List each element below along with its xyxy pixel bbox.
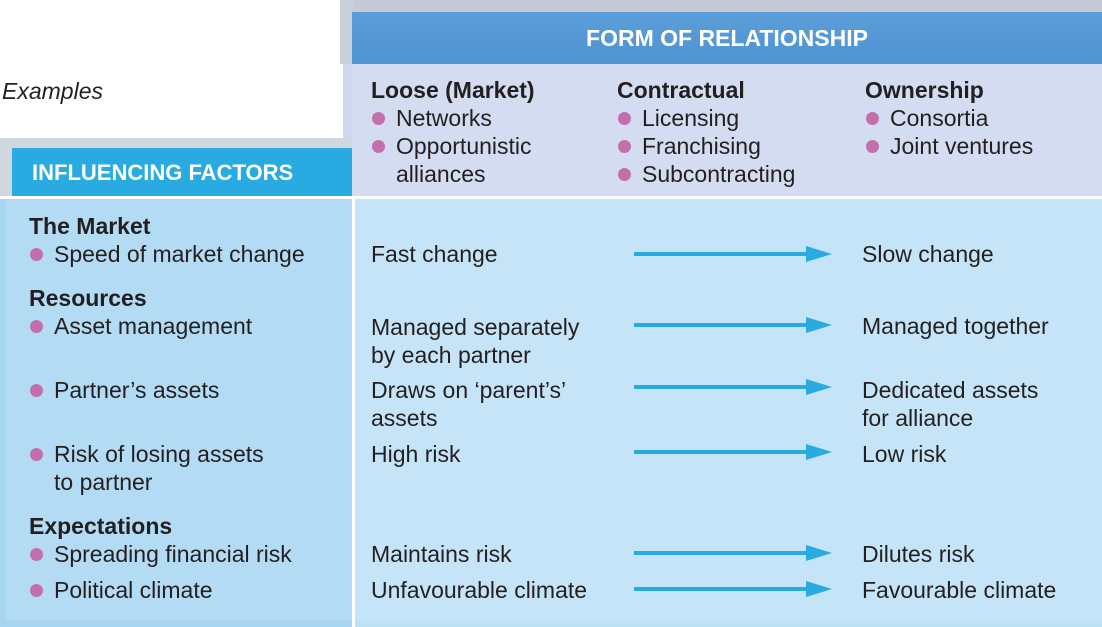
- factors-panel: [6, 198, 352, 620]
- right-arrow-icon: [634, 581, 832, 597]
- factor-label: Partner’s assets: [54, 377, 220, 403]
- factor-label: Spreading financial risk: [54, 541, 292, 567]
- form-ownership-title: Ownership: [865, 77, 984, 103]
- group-heading-market: The Market: [29, 213, 151, 239]
- examples-area: [352, 64, 1102, 197]
- group-heading-resources: Resources: [29, 285, 147, 311]
- form-contractual-example: Licensing: [642, 105, 740, 131]
- factor-to: Dilutes risk: [862, 541, 975, 567]
- factor-from: assets: [371, 405, 438, 431]
- factor-from: Maintains risk: [371, 541, 512, 567]
- right-arrow-icon: [634, 444, 832, 460]
- bullet-dot-icon: [866, 112, 879, 125]
- spectrum-panel: [355, 198, 1102, 620]
- form-ownership-example: Consortia: [890, 105, 989, 131]
- bullet-dot-icon: [30, 548, 43, 561]
- right-arrow-icon: [634, 246, 832, 262]
- form-contractual-example: Franchising: [642, 133, 761, 159]
- bullet-dot-icon: [618, 140, 631, 153]
- factor-label: Speed of market change: [54, 241, 305, 267]
- factor-label: Risk of losing assets: [54, 441, 264, 467]
- right-arrow-icon: [634, 545, 832, 561]
- bullet-dot-icon: [30, 584, 43, 597]
- factor-from: Fast change: [371, 241, 498, 267]
- divider-vertical: [352, 198, 355, 627]
- factor-to: Favourable climate: [862, 577, 1057, 603]
- form-loose-example: alliances: [396, 161, 486, 187]
- form-loose-title: Loose (Market): [371, 77, 535, 103]
- factor-to: Low risk: [862, 441, 947, 467]
- bullet-dot-icon: [866, 140, 879, 153]
- factor-to: for alliance: [862, 405, 974, 431]
- divider-horizontal: [0, 196, 1102, 199]
- bullet-dot-icon: [30, 384, 43, 397]
- influencing-factors-header: INFLUENCING FACTORS: [12, 148, 352, 198]
- form-contractual-title: Contractual: [617, 77, 745, 103]
- bullet-dot-icon: [30, 448, 43, 461]
- examples-label: Examples: [2, 78, 103, 104]
- influencing-factors-label: INFLUENCING FACTORS: [32, 160, 294, 185]
- factor-from: Draws on ‘parent’s’: [371, 377, 567, 403]
- right-arrow-icon: [634, 317, 832, 333]
- bullet-dot-icon: [618, 112, 631, 125]
- factor-label: to partner: [54, 469, 153, 495]
- bullet-dot-icon: [372, 112, 385, 125]
- header-title: FORM OF RELATIONSHIP: [586, 24, 868, 51]
- form-of-relationship-header: FORM OF RELATIONSHIP: [352, 12, 1102, 64]
- factor-from: High risk: [371, 441, 461, 467]
- factor-from: by each partner: [371, 342, 531, 368]
- factor-from: Managed separately: [371, 314, 580, 340]
- bullet-dot-icon: [30, 320, 43, 333]
- factor-to: Managed together: [862, 313, 1049, 339]
- bullet-dot-icon: [372, 140, 385, 153]
- form-loose-example: Opportunistic: [396, 133, 532, 159]
- factor-label: Political climate: [54, 577, 213, 603]
- form-ownership-example: Joint ventures: [890, 133, 1034, 159]
- bullet-dot-icon: [30, 248, 43, 261]
- header-shadow: [340, 0, 1102, 14]
- right-arrow-icon: [634, 379, 832, 395]
- factor-from: Unfavourable climate: [371, 577, 588, 603]
- form-loose-example: Networks: [396, 105, 492, 131]
- factor-to: Slow change: [862, 241, 994, 267]
- header-shadow-left: [340, 0, 354, 64]
- factor-label: Asset management: [54, 313, 253, 339]
- form-contractual-example: Subcontracting: [642, 161, 796, 187]
- factor-to: Dedicated assets: [862, 377, 1039, 403]
- group-heading-expectations: Expectations: [29, 513, 173, 539]
- bullet-dot-icon: [618, 168, 631, 181]
